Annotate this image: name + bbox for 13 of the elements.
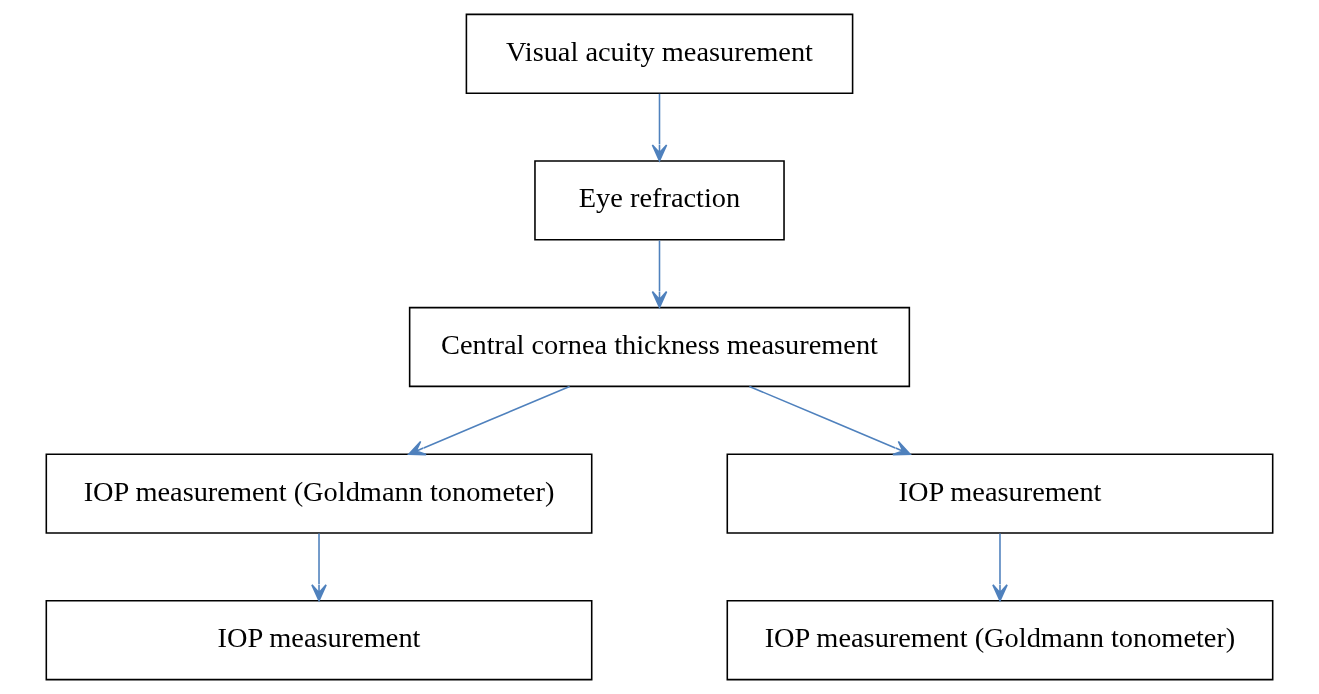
arrow: [992, 532, 1008, 602]
node-box: IOP measurement: [45, 600, 593, 681]
node-box: IOP measurement (Goldmann tonometer): [726, 600, 1274, 681]
node-box: IOP measurement: [726, 453, 1274, 534]
arrow: [651, 93, 668, 162]
arrow: [651, 239, 668, 309]
node-box: Eye refraction: [534, 160, 785, 241]
arrow: [311, 532, 327, 602]
arrow: [748, 385, 911, 456]
node-box: Visual acuity measurement: [465, 13, 854, 94]
arrow: [408, 385, 571, 456]
node-box: IOP measurement (Goldmann tonometer): [45, 453, 593, 534]
node-box: Central cornea thickness measurement: [408, 306, 911, 388]
